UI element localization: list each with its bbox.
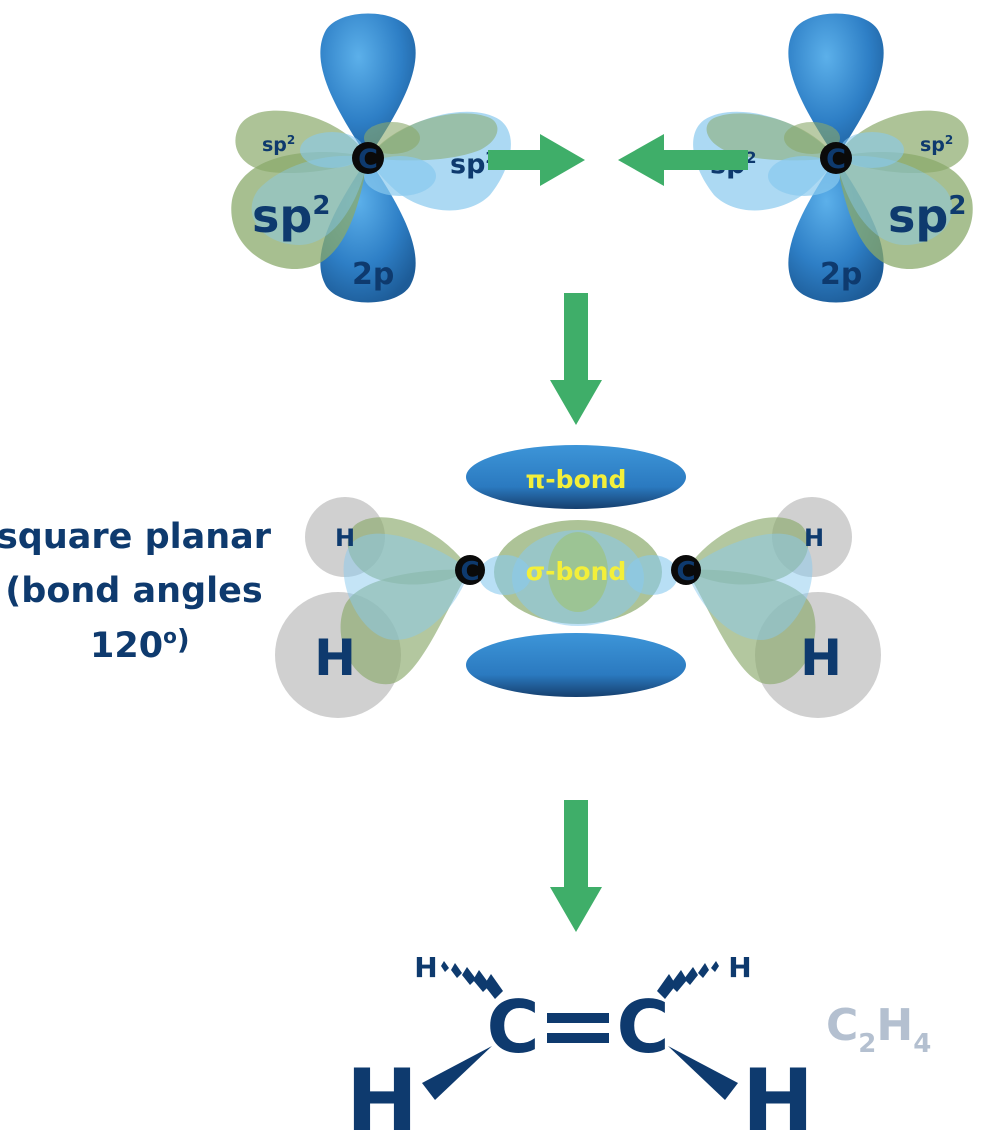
left-small-lobe-a [364, 156, 436, 196]
sigma-bond-label: σ-bond [526, 557, 627, 586]
left-2p-lobe-top [320, 13, 416, 158]
mid-small-lobe-right [626, 555, 678, 595]
arrow-down-1 [550, 293, 602, 425]
hashed-wedge-upper-left [441, 961, 503, 999]
mid-right-carbon-nucleus [671, 555, 701, 585]
structure-h-upper-left: H [414, 951, 437, 984]
structure-h-upper-right: H [728, 951, 751, 984]
right-2p-label: 2p [820, 257, 862, 292]
mid-small-lobe-left [479, 555, 531, 595]
mid-right-sp2-blue [686, 533, 813, 640]
structure-carbon-left: C [487, 985, 540, 1069]
right-2p-lobe-bottom [788, 158, 884, 303]
left-carbon-symbol: C [358, 144, 378, 175]
right-carbon-nucleus [820, 142, 852, 174]
arrow-right-pointing [488, 134, 585, 186]
molecular-formula: C2H4 [826, 1000, 931, 1059]
structure-carbon-right: C [617, 985, 670, 1069]
approach-arrows [488, 134, 748, 186]
mid-right-carbon-symbol: C [676, 557, 695, 587]
arrow-down-2 [550, 800, 602, 932]
right-sp2-small-label: sp2 [920, 133, 953, 156]
right-small-lobe-a [768, 156, 840, 196]
mid-left-carbon-nucleus [455, 555, 485, 585]
h-label-left-small: H [335, 524, 355, 552]
left-2p-label: 2p [352, 257, 394, 292]
hashed-wedge-upper-right [657, 961, 719, 999]
pi-bond-lobe-top [466, 445, 686, 509]
mid-left-carbon-symbol: C [460, 557, 479, 587]
right-carbon-symbol: C [826, 144, 846, 175]
double-bond-line-top [547, 1013, 609, 1023]
left-2p-lobe-bottom [320, 158, 416, 303]
double-bond-line-bottom [547, 1033, 609, 1043]
right-sp2-overlay-blue [836, 155, 953, 245]
right-2p-lobe-top [788, 13, 884, 158]
left-sp2-large-label: sp2 [252, 189, 330, 243]
sigma-bond-core [548, 532, 608, 612]
arrow-left-pointing [618, 134, 748, 186]
left-sp2-small-label: sp2 [262, 133, 295, 156]
geometry-description: square planar (bond angles 120o) [0, 517, 272, 666]
structural-formula: C C H H H H [346, 951, 814, 1135]
geometry-line-1: square planar [0, 517, 272, 557]
left-sp2-overlay-blue [251, 155, 368, 245]
h-label-right-small: H [804, 524, 824, 552]
left-sp2-lobe-lower-left [231, 151, 368, 270]
left-small-lobe-b [300, 132, 364, 168]
structure-h-lower-left: H [346, 1051, 418, 1135]
right-sp2-large-label: sp2 [888, 189, 966, 243]
ethylene-orbital-model: C C π-bond σ-bond H H H H [275, 445, 881, 718]
pi-bond-lobe-bottom [466, 633, 686, 697]
structure-h-lower-right: H [742, 1051, 814, 1135]
geometry-line-2: (bond angles [5, 571, 262, 611]
pi-bond-label: π-bond [526, 465, 627, 494]
geometry-line-3: 120o) [90, 623, 190, 666]
right-sp2-lobe-lower-right [836, 151, 973, 270]
solid-wedge-lower-left [422, 1046, 492, 1100]
mid-left-sp2-blue [343, 533, 470, 640]
left-carbon-nucleus [352, 142, 384, 174]
solid-wedge-lower-right [668, 1046, 738, 1100]
right-carbon-orbitals: C sp2 sp2 sp2 2p [693, 13, 973, 303]
right-small-lobe-b [840, 132, 904, 168]
left-carbon-orbitals: C sp2 sp2 sp2 2p [231, 13, 511, 303]
h-label-right-large: H [800, 629, 842, 687]
h-label-left-large: H [314, 629, 356, 687]
